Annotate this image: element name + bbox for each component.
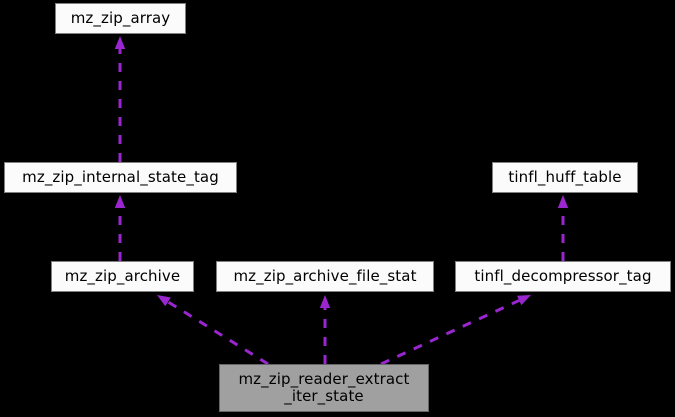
edge-tinfl_decompressor_tag-to-tinfl_huff_table (557, 195, 569, 261)
class-node-mz_zip_reader_extract_iter_state[interactable]: mz_zip_reader_extract _iter_state (219, 364, 429, 412)
class-node-mz_zip_internal_state_tag[interactable]: mz_zip_internal_state_tag (4, 162, 237, 193)
edge-arrowhead (114, 195, 126, 208)
edge-mz_zip_reader_extract_iter_state-to-mz_zip_archive (157, 295, 269, 366)
edge-line (380, 299, 520, 366)
edge-mz_zip_archive-to-mz_zip_internal_state_tag (114, 195, 126, 261)
edge-mz_zip_reader_extract_iter_state-to-mz_zip_archive_file_stat (319, 295, 331, 364)
edge-arrowhead (319, 295, 331, 308)
class-node-label: tinfl_huff_table (508, 168, 622, 186)
edge-mz_zip_reader_extract_iter_state-to-tinfl_decompressor_tag (380, 295, 531, 366)
class-node-mz_zip_archive[interactable]: mz_zip_archive (51, 261, 194, 292)
class-node-label: tinfl_decompressor_tag (474, 267, 652, 285)
edge-arrowhead (517, 295, 531, 306)
class-node-label: mz_zip_internal_state_tag (22, 168, 219, 186)
class-node-tinfl_decompressor_tag[interactable]: tinfl_decompressor_tag (455, 261, 671, 292)
class-node-mz_zip_array[interactable]: mz_zip_array (55, 3, 186, 34)
class-node-label: mz_zip_archive (64, 267, 181, 285)
edge-mz_zip_internal_state_tag-to-mz_zip_array (114, 36, 126, 162)
edge-line (167, 300, 269, 366)
class-node-tinfl_huff_table[interactable]: tinfl_huff_table (492, 162, 638, 193)
edge-arrowhead (557, 195, 569, 208)
class-node-label: mz_zip_reader_extract _iter_state (238, 370, 410, 405)
edge-arrowhead (114, 36, 126, 49)
class-node-label: mz_zip_array (70, 9, 171, 27)
edge-arrowhead (157, 295, 171, 307)
class-node-mz_zip_archive_file_stat[interactable]: mz_zip_archive_file_stat (216, 261, 434, 292)
class-node-label: mz_zip_archive_file_stat (233, 267, 417, 285)
